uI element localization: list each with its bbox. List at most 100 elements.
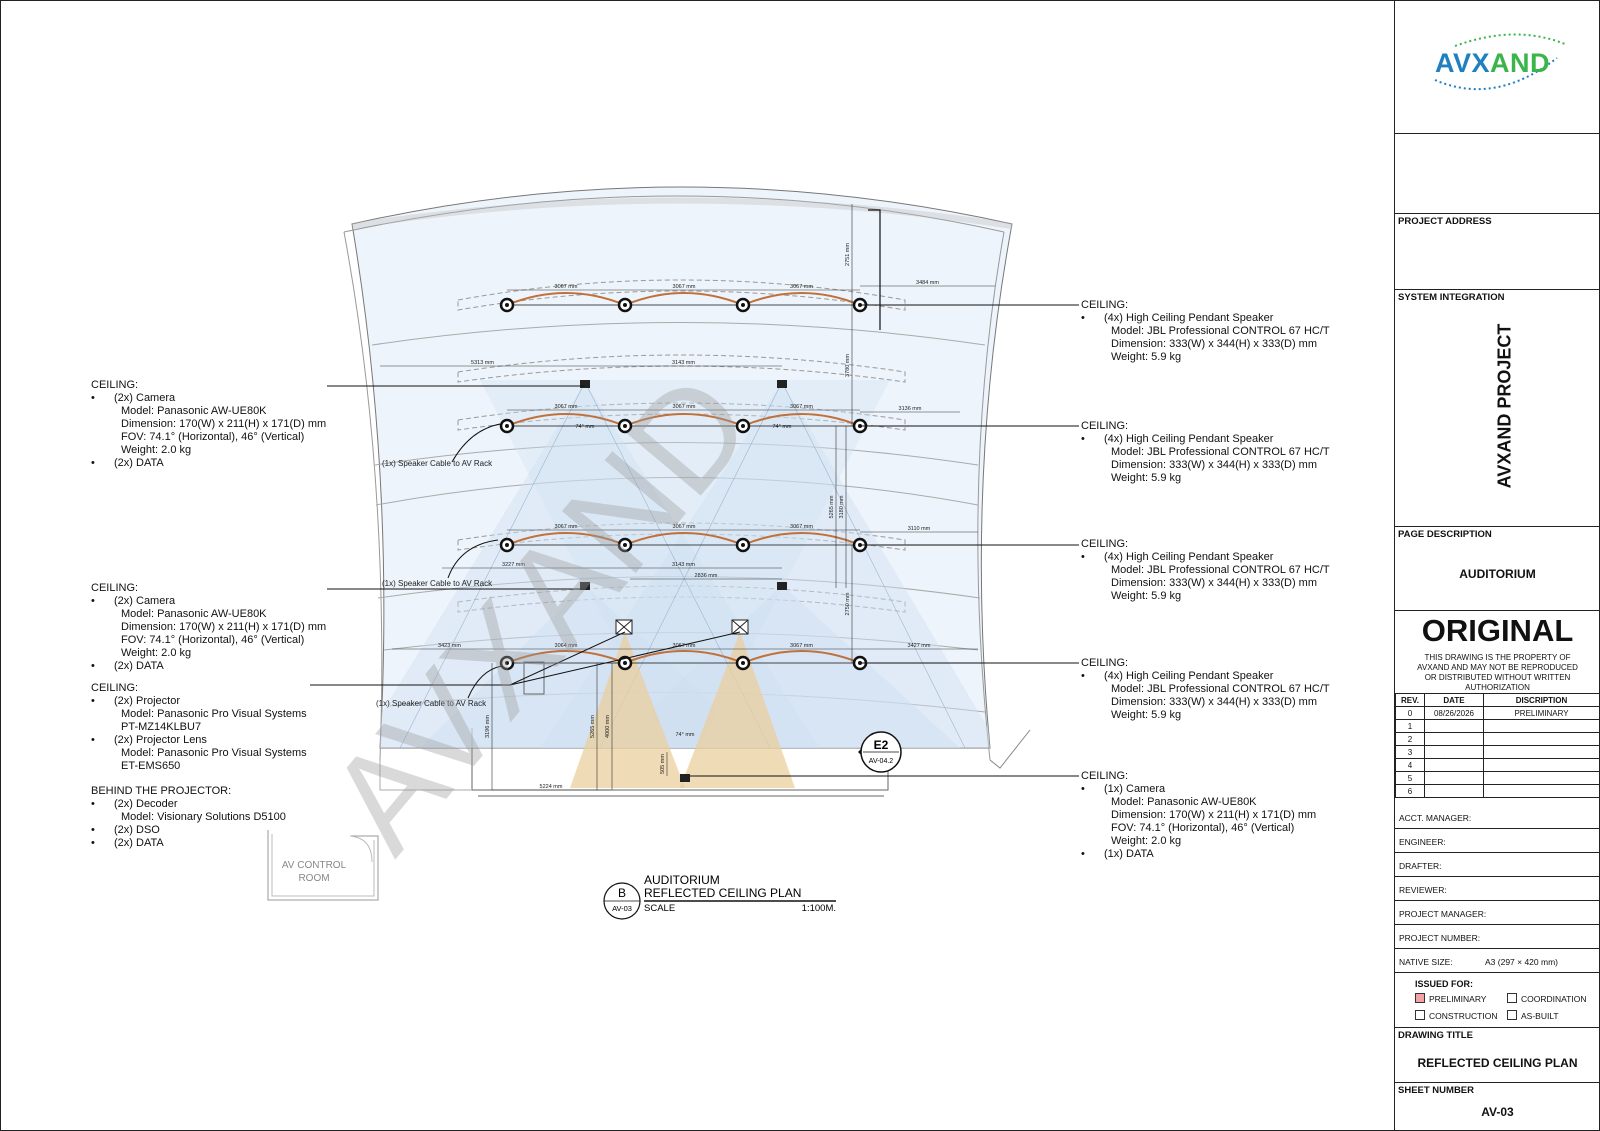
issued-option-coordination[interactable]: COORDINATION xyxy=(1507,993,1595,1004)
project-field: PROJECT MANAGER: xyxy=(1395,901,1600,925)
project-field: DRAFTER: xyxy=(1395,853,1600,877)
angle-label: 74° mm xyxy=(675,732,694,738)
issued-option-as-built[interactable]: AS-BUILT xyxy=(1507,1010,1595,1021)
page-description-label: PAGE DESCRIPTION xyxy=(1398,529,1492,540)
note-item-text: (4x) High Ceiling Pendant Speaker xyxy=(1104,551,1274,563)
speaker-cable-run xyxy=(624,413,744,427)
issued-option-construction[interactable]: CONSTRUCTION xyxy=(1415,1010,1507,1021)
speaker-cable-run xyxy=(624,292,744,306)
scale-value: 1:100M. xyxy=(802,903,836,914)
note-item-text: (4x) High Ceiling Pendant Speaker xyxy=(1104,312,1274,324)
speaker-center-dot xyxy=(623,424,627,428)
view-sheet: AV-03 xyxy=(612,904,632,913)
camera-icon[interactable] xyxy=(777,380,787,388)
speaker-center-dot xyxy=(623,543,627,547)
note-item: (2x) DATA xyxy=(91,837,286,850)
note-heading: CEILING: xyxy=(91,582,139,594)
dimension-label: 3067 mm xyxy=(790,284,813,290)
checkbox-label: AS-BUILT xyxy=(1521,1011,1559,1021)
hall-outline xyxy=(343,186,1031,797)
page-description-cell: PAGE DESCRIPTION AUDITORIUM xyxy=(1395,527,1600,611)
note-heading: CEILING: xyxy=(1081,538,1129,550)
dimension-label: 505 mm xyxy=(660,754,666,774)
field-label: ENGINEER: xyxy=(1399,837,1446,847)
sheet-number-label: SHEET NUMBER xyxy=(1398,1085,1475,1096)
dimension-label: 3423 mm xyxy=(438,643,461,649)
note-detail: Dimension: 333(W) x 344(H) x 333(D) mm xyxy=(1111,338,1317,350)
dimension-label: 5224 mm xyxy=(540,784,563,790)
note-heading: CEILING: xyxy=(91,682,139,694)
stamp-cell: ORIGINAL THIS DRAWING IS THE PROPERTY OF… xyxy=(1395,611,1600,693)
speaker-cable-run xyxy=(506,532,626,546)
note-item: (4x) High Ceiling Pendant SpeakerModel: … xyxy=(1081,312,1330,364)
note-heading: CEILING: xyxy=(1081,657,1129,669)
dimension-label: 5313 mm xyxy=(471,360,494,366)
revision-cell: 6 xyxy=(1395,784,1425,798)
note-heading: BEHIND THE PROJECTOR: xyxy=(91,785,232,797)
dimension-label: 3780 mm xyxy=(845,354,851,377)
dimension-label: 3110 mm xyxy=(908,526,931,532)
note-detail: Model: JBL Professional CONTROL 67 HC/T xyxy=(1111,564,1330,576)
checkbox-label: CONSTRUCTION xyxy=(1429,1011,1498,1021)
title-block: AVXAND PROJECT ADDRESS SYSTEM INTEGRATIO… xyxy=(1394,0,1600,1131)
note-detail: Weight: 2.0 kg xyxy=(1111,835,1182,847)
camera-icon[interactable] xyxy=(580,582,590,590)
camera-icon[interactable] xyxy=(580,380,590,388)
blank-cell xyxy=(1395,134,1600,214)
camera-fov-cones xyxy=(360,380,1000,748)
note-item-text: (2x) DATA xyxy=(114,660,164,672)
elevation-tag[interactable]: E2 AV-04.2 xyxy=(858,731,902,773)
revision-cell xyxy=(1424,745,1484,759)
issued-option-preliminary[interactable]: PRELIMINARY xyxy=(1415,993,1507,1004)
note-detail: Model: Panasonic AW-UE80K xyxy=(1111,796,1257,808)
field-value[interactable]: A3 (297 × 420 mm) xyxy=(1485,957,1558,967)
revision-cell xyxy=(1483,758,1600,772)
rev-header: REV. xyxy=(1395,693,1425,707)
note-item: (4x) High Ceiling Pendant SpeakerModel: … xyxy=(1081,670,1330,722)
note-detail: FOV: 74.1° (Horizontal), 46° (Vertical) xyxy=(121,634,305,646)
note-item: (2x) DSO xyxy=(91,824,286,837)
note-item-text: (2x) DATA xyxy=(114,837,164,849)
checkbox[interactable] xyxy=(1507,993,1517,1003)
logo-swirl-icon xyxy=(1434,33,1566,91)
dimension-label: 3067 mm xyxy=(673,404,696,410)
revision-row: 2 xyxy=(1395,732,1600,746)
speaker-center-dot xyxy=(505,661,509,665)
note-detail: PT-MZ14KLBU7 xyxy=(121,721,202,733)
dimension-line xyxy=(868,209,881,330)
speaker-center-dot xyxy=(741,661,745,665)
camera-icon[interactable] xyxy=(680,774,690,782)
note-detail: Dimension: 333(W) x 344(H) x 333(D) mm xyxy=(1111,577,1317,589)
note-detail: FOV: 74.1° (Horizontal), 46° (Vertical) xyxy=(1111,822,1295,834)
speaker-rows xyxy=(499,292,868,671)
checkbox[interactable] xyxy=(1415,993,1425,1003)
checkbox[interactable] xyxy=(1415,1010,1425,1020)
note-heading: CEILING: xyxy=(1081,770,1129,782)
revision-row: 5 xyxy=(1395,771,1600,785)
camera-icon[interactable] xyxy=(777,582,787,590)
speaker-cable-run xyxy=(624,532,744,546)
dimension-label: 3196 mm xyxy=(485,715,491,738)
note-item-text: (2x) Projector xyxy=(114,695,181,707)
elevation-sheet: AV-04.2 xyxy=(869,758,893,765)
speaker-center-dot xyxy=(505,424,509,428)
speaker-cable-label: (1x) Speaker Cable to AV Rack xyxy=(376,699,487,708)
note-detail: Weight: 2.0 kg xyxy=(121,444,192,456)
note-item-text: (1x) DATA xyxy=(1104,848,1154,860)
note-detail: Model: Panasonic Pro Visual Systems xyxy=(121,708,307,720)
dimension-label: 3067 mm xyxy=(555,284,578,290)
cameras xyxy=(580,380,787,782)
speaker-cable-run xyxy=(742,292,861,306)
note-detail: Model: JBL Professional CONTROL 67 HC/T xyxy=(1111,683,1330,695)
dimension-label: 3067 mm xyxy=(673,524,696,530)
revision-row: 4 xyxy=(1395,758,1600,772)
projector-beams xyxy=(570,632,795,788)
view-letter: B xyxy=(618,886,626,900)
checkbox[interactable] xyxy=(1507,1010,1517,1020)
revision-cell: 5 xyxy=(1395,771,1425,785)
note-detail: Model: Panasonic AW-UE80K xyxy=(121,405,267,417)
